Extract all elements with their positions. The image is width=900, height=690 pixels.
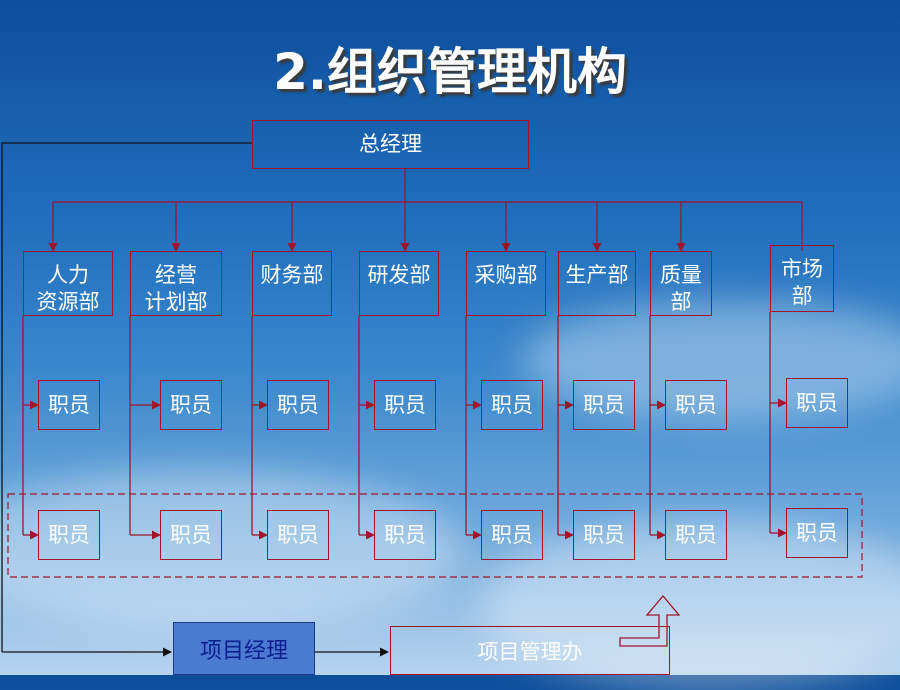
dept-box-2: 财务部	[252, 251, 332, 316]
staff-box: 职员	[374, 510, 436, 560]
project-manager-box: 项目经理	[173, 622, 315, 675]
staff-box: 职员	[665, 510, 727, 560]
dept-label: 财务部	[260, 263, 324, 287]
page-title: 2.组织管理机构	[273, 43, 627, 101]
staff-box: 职员	[665, 380, 727, 430]
staff-box: 职员	[481, 510, 543, 560]
project-office-box: 项目管理办	[390, 626, 670, 675]
dept-label: 人力 资源部	[36, 263, 100, 314]
project-team-dashed-frame	[7, 493, 863, 578]
staff-box: 职员	[374, 380, 436, 430]
org-chart-connectors	[1, 142, 863, 657]
staff-box: 职员	[160, 380, 222, 430]
dept-box-4: 采购部	[466, 251, 546, 316]
dept-label: 生产部	[565, 263, 629, 287]
staff-box: 职员	[267, 380, 329, 430]
dept-box-1: 经营 计划部	[130, 251, 222, 316]
feedback-up-arrow	[619, 594, 681, 647]
staff-box: 职员	[160, 510, 222, 560]
staff-box: 职员	[573, 510, 635, 560]
staff-box: 职员	[786, 378, 848, 428]
staff-box: 职员	[267, 510, 329, 560]
general-manager-box: 总经理	[252, 120, 529, 169]
staff-box: 职员	[38, 380, 100, 430]
dept-box-3: 研发部	[359, 251, 439, 316]
dept-box-7: 市场 部	[770, 245, 834, 312]
dept-label: 经营 计划部	[144, 263, 208, 314]
dept-label: 采购部	[474, 263, 538, 287]
staff-box: 职员	[573, 380, 635, 430]
dept-label: 市场 部	[781, 257, 823, 308]
dept-box-0: 人力 资源部	[23, 251, 113, 316]
staff-box: 职员	[38, 510, 100, 560]
staff-box: 职员	[786, 508, 848, 558]
dept-label: 质量 部	[660, 263, 702, 314]
gm-to-pm-line	[1, 142, 252, 652]
dept-box-5: 生产部	[558, 251, 636, 316]
staff-box: 职员	[481, 380, 543, 430]
dept-label: 研发部	[367, 263, 431, 287]
dept-box-6: 质量 部	[650, 251, 712, 316]
